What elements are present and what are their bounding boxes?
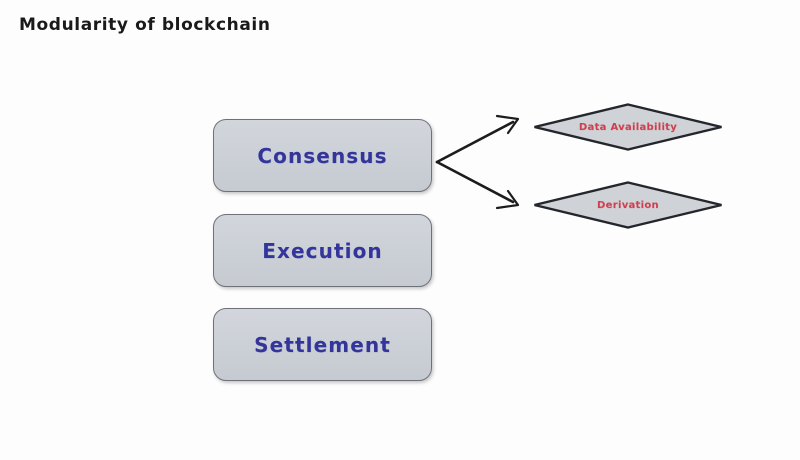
node-execution[interactable]: Execution bbox=[213, 214, 432, 287]
node-consensus[interactable]: Consensus bbox=[213, 119, 432, 192]
node-derivation-label: Derivation bbox=[597, 199, 659, 211]
node-settlement[interactable]: Settlement bbox=[213, 308, 432, 381]
diamond-shape-icon bbox=[534, 103, 722, 151]
node-data-availability[interactable]: Data Availability bbox=[533, 103, 723, 151]
node-settlement-label: Settlement bbox=[254, 332, 391, 357]
node-derivation[interactable]: Derivation bbox=[533, 181, 723, 229]
node-consensus-label: Consensus bbox=[257, 143, 388, 168]
page-title: Modularity of blockchain bbox=[19, 15, 271, 35]
node-data-availability-label: Data Availability bbox=[578, 121, 678, 133]
arrow-consensus-to-data-availability bbox=[435, 114, 520, 164]
node-execution-label: Execution bbox=[262, 238, 383, 263]
diamond-shape-icon bbox=[534, 181, 722, 229]
arrow-consensus-to-derivation bbox=[435, 160, 520, 210]
